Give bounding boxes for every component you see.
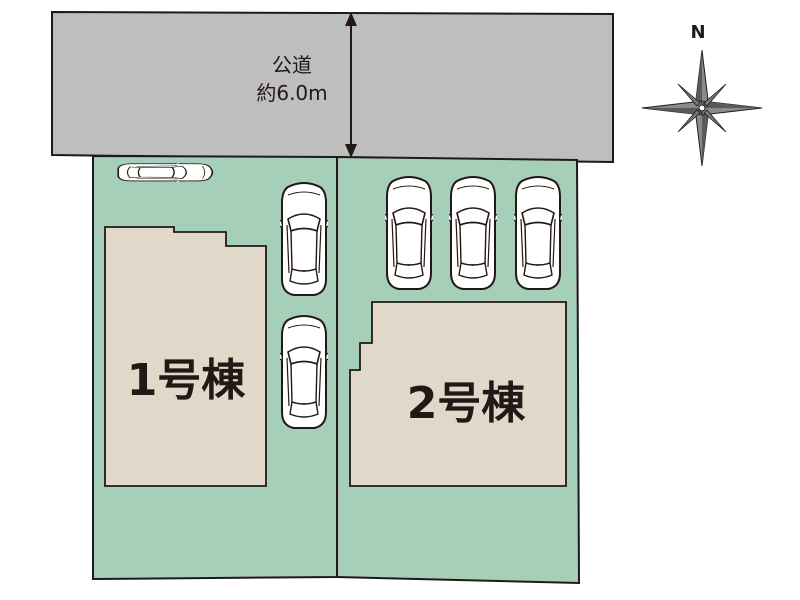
lot-2-label: 2号棟 [407, 378, 527, 429]
car-icon [117, 163, 214, 182]
house-1 [104, 226, 267, 487]
car-icon [280, 314, 328, 430]
road-name-label: 公道 [272, 53, 312, 77]
road [51, 10, 614, 164]
car-icon [385, 175, 433, 291]
north-label: N [690, 22, 705, 43]
road-width-label: 約6.0m [256, 81, 327, 105]
parking-lot-2 [385, 175, 562, 291]
compass-rose-icon [641, 49, 763, 167]
car-icon [449, 175, 497, 291]
lot-1-label: 1号棟 [127, 355, 247, 406]
lot-1 [92, 154, 338, 581]
car-icon [280, 181, 328, 297]
car-icon [514, 175, 562, 291]
house-2 [349, 301, 567, 487]
dimension-arrow-icon [345, 12, 357, 158]
